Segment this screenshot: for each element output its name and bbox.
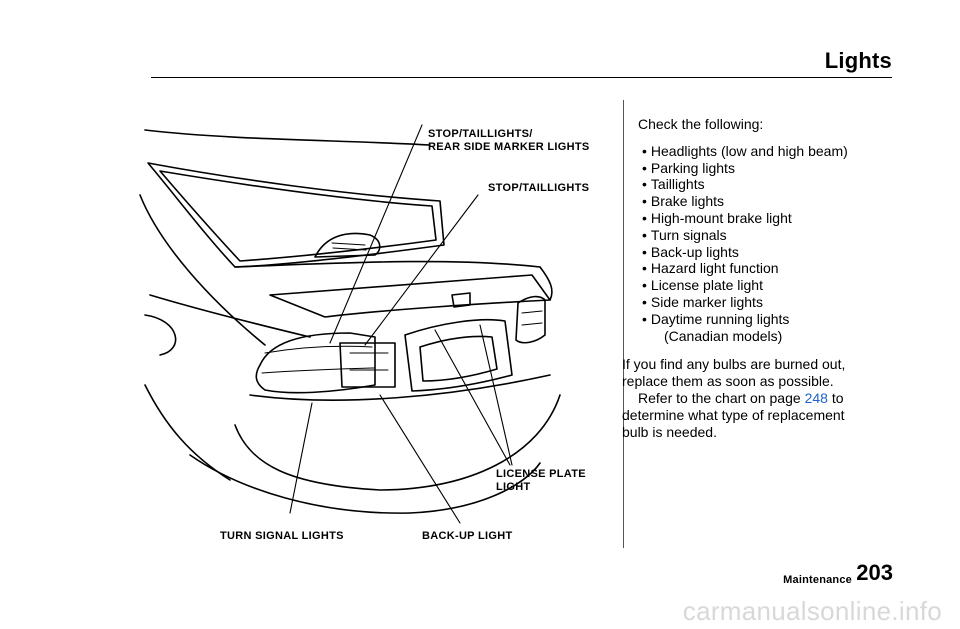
high-mount-brake-light [314, 232, 381, 258]
tail-light-left [255, 332, 376, 394]
trunk-lid [269, 274, 551, 318]
list-item-continuation: (Canadian models) [664, 327, 783, 344]
replacement-note: If you find any bulbs are burned out, re… [622, 356, 902, 440]
trunk-right-edge [539, 266, 553, 301]
leader-backup [379, 394, 461, 524]
roof-outline [144, 129, 431, 146]
column-divider [623, 100, 624, 548]
header-rule [151, 77, 892, 78]
license-plate [419, 335, 498, 382]
emblem [451, 292, 471, 308]
quarter-panel-bottom [144, 384, 231, 481]
list-item: Taillights [642, 176, 908, 193]
bumper-face [234, 394, 561, 491]
note-line: If you find any bulbs are burned out, [622, 356, 846, 373]
leader-stop-tail-marker [329, 124, 423, 344]
car-rear-illustration [139, 124, 561, 524]
body-side-upper [139, 194, 266, 346]
callout-stop-taillights: STOP/TAILLIGHTS [488, 182, 590, 194]
footer-section-label: Maintenance [783, 574, 852, 586]
tail-light-inner [339, 342, 396, 388]
list-item: Parking lights [642, 160, 908, 177]
leader-license-b [479, 324, 513, 466]
callout-turn-signal-lights: TURN SIGNAL LIGHTS [220, 530, 344, 542]
note-line: replace them as soon as possible. [622, 373, 834, 390]
note-line: bulb is needed. [622, 423, 717, 440]
list-item: License plate light [642, 277, 908, 294]
list-item: High-mount brake light [642, 210, 908, 227]
list-item: Back-up lights [642, 244, 908, 261]
bumper-bottom [189, 454, 541, 514]
list-item: Side marker lights [642, 294, 908, 311]
list-item: Turn signals [642, 227, 908, 244]
bumper-top [249, 374, 551, 401]
callout-backup-light: BACK-UP LIGHT [422, 530, 513, 542]
callout-stop-tail-rear-marker: STOP/TAILLIGHTS/ REAR SIDE MARKER LIGHTS [428, 128, 590, 153]
body-side-line [149, 294, 311, 338]
leader-turn-signal [289, 402, 313, 514]
rear-window-outer [147, 162, 445, 268]
leader-license-a [434, 329, 511, 466]
list-item: Brake lights [642, 193, 908, 210]
checklist: Check the following: Headlights (low and… [622, 116, 908, 440]
list-item: Hazard light function [642, 260, 908, 277]
watermark: carmanualsonline.info [682, 596, 942, 626]
tail-light-right [515, 295, 546, 344]
checklist-items: Headlights (low and high beam) Parking l… [642, 143, 908, 345]
note-line-page-ref: Refer to the chart on page 248 to [638, 389, 844, 406]
rear-window-inner [159, 170, 437, 262]
fender-bulge [144, 314, 177, 356]
license-plate-recess [404, 318, 513, 392]
page-248-link[interactable]: 248 [804, 389, 828, 406]
page-number: 203 [856, 560, 893, 585]
note-line: determine what type of replacement [622, 406, 845, 423]
list-item: Daytime running lights [642, 311, 908, 328]
trunk-top-edge [234, 260, 541, 268]
checklist-intro: Check the following: [638, 116, 764, 132]
list-item: Headlights (low and high beam) [642, 143, 908, 160]
page-title: Lights [824, 48, 892, 73]
leader-stop-tail-right [364, 194, 479, 346]
callout-license-plate-light: LICENSE PLATE LIGHT [496, 468, 586, 493]
